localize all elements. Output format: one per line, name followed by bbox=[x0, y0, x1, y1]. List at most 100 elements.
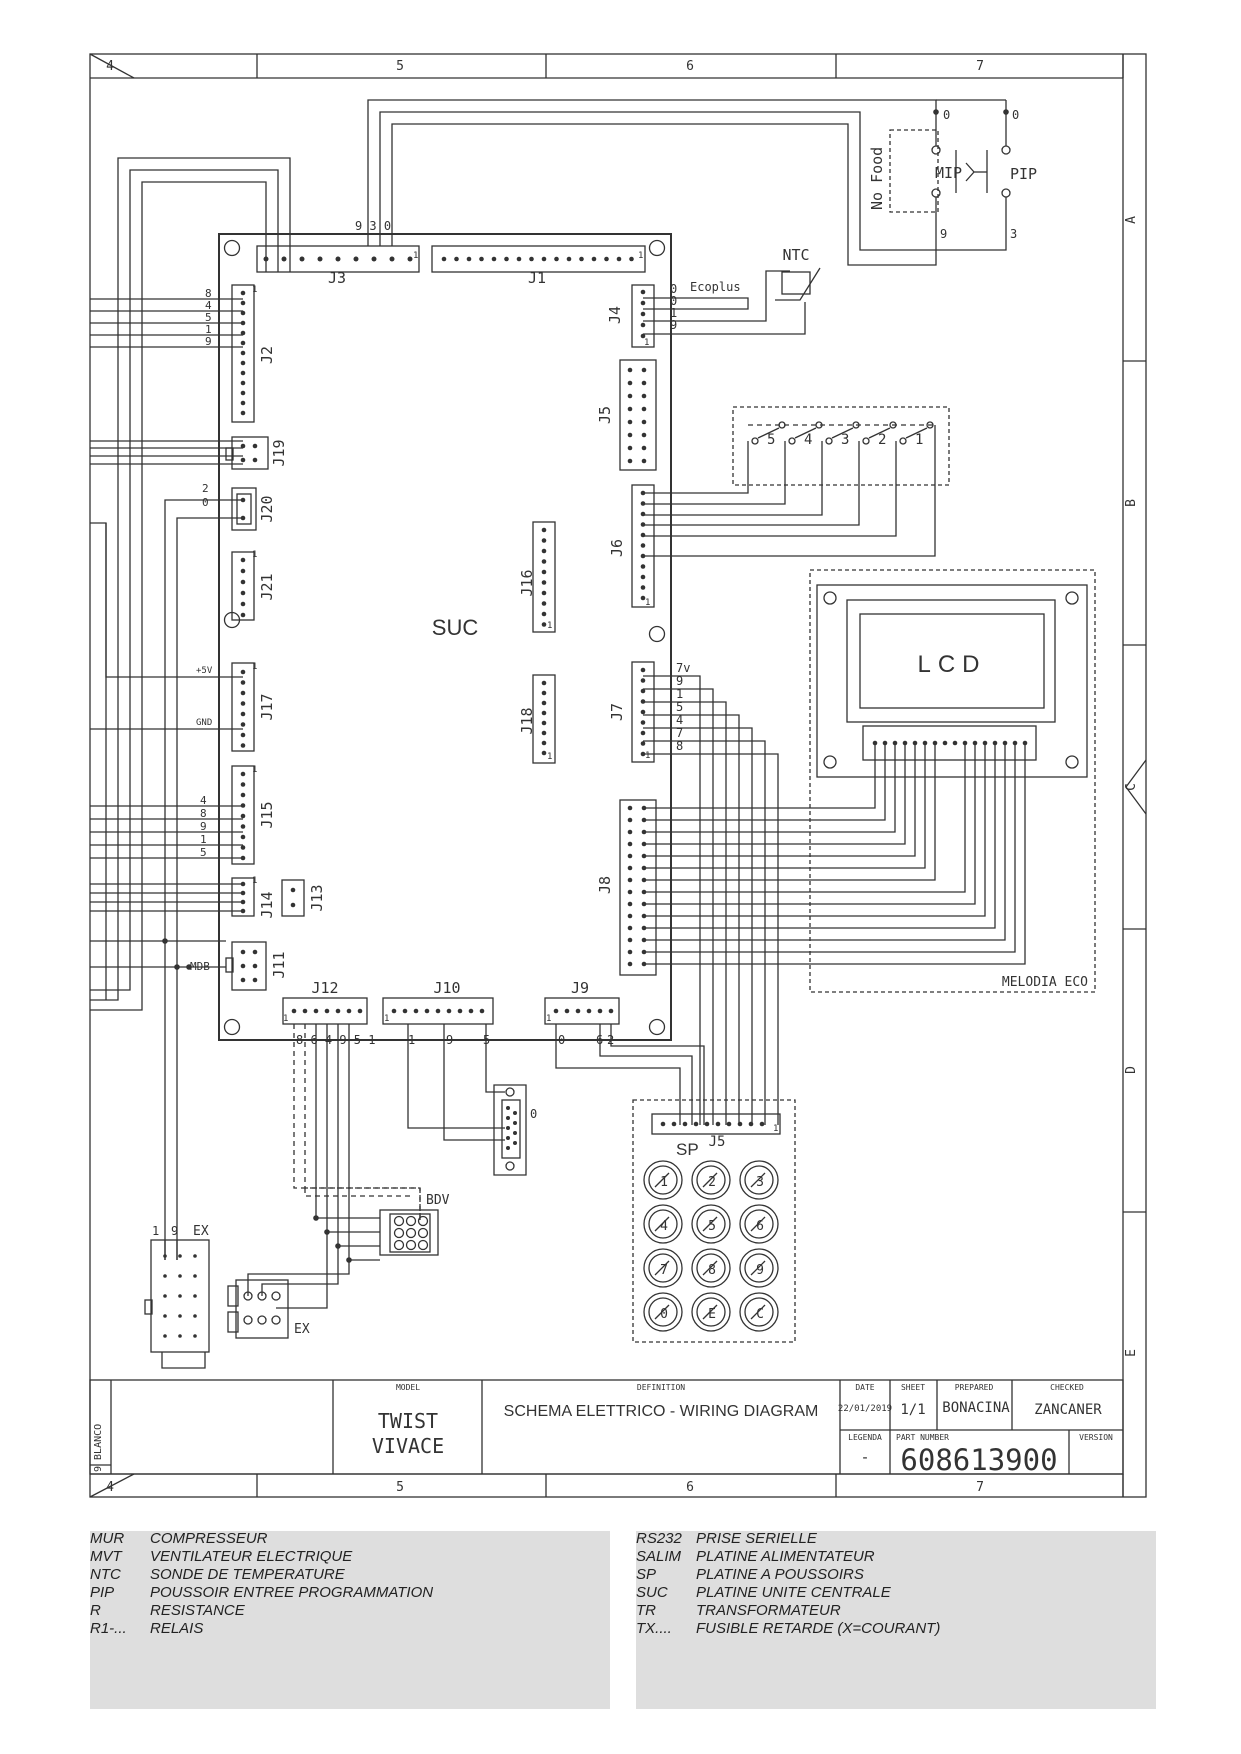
j17-label: J17 bbox=[258, 693, 276, 720]
mdb-label: MDB bbox=[190, 960, 210, 973]
lcd-mount bbox=[1065, 755, 1079, 769]
melodia-box bbox=[809, 569, 1096, 993]
j9-connector bbox=[544, 997, 620, 1025]
bdv-pin bbox=[405, 1239, 417, 1251]
suc-board bbox=[218, 233, 672, 1041]
pin bbox=[671, 1121, 677, 1127]
j14-connector bbox=[231, 877, 255, 917]
selector-label: 3 bbox=[841, 432, 849, 448]
pin bbox=[240, 410, 246, 416]
mounting-hole bbox=[648, 625, 666, 643]
pin bbox=[516, 256, 522, 262]
tb-definition: SCHEMA ELETTRICO - WIRING DIAGRAM bbox=[504, 1403, 819, 1420]
pin1-label: 1 bbox=[413, 251, 418, 261]
j4-wire-label: 0 bbox=[670, 294, 677, 308]
keypad-key-label: 9 bbox=[756, 1263, 764, 1278]
j3-wire-9 bbox=[367, 99, 937, 246]
terminal bbox=[1003, 109, 1009, 115]
pin bbox=[541, 580, 547, 585]
ecoplus-jumper bbox=[643, 297, 749, 310]
pin bbox=[240, 290, 246, 296]
bdv-body bbox=[389, 1213, 431, 1253]
keypad-key-label: 3 bbox=[756, 1175, 764, 1190]
pin bbox=[912, 740, 918, 746]
pip-term-0: 0 bbox=[1012, 108, 1019, 122]
pin bbox=[541, 527, 547, 533]
tb-checked: ZANCANER bbox=[1034, 1402, 1102, 1418]
pin bbox=[627, 367, 633, 373]
pin bbox=[641, 961, 647, 967]
j8-wire bbox=[644, 743, 1006, 941]
j6-wire bbox=[643, 441, 897, 537]
legend-text: POUSSOIR ENTREE PROGRAMMATION bbox=[150, 1584, 434, 1601]
pin bbox=[627, 841, 633, 847]
mip-contact bbox=[931, 188, 941, 198]
pin bbox=[541, 548, 547, 554]
keypad-key-mark bbox=[702, 1172, 718, 1188]
j12-wire-labels: 8 6 4 9 5 1 bbox=[296, 1033, 375, 1047]
pin bbox=[240, 360, 246, 366]
j8-wire bbox=[644, 743, 1016, 953]
pin bbox=[640, 289, 646, 295]
keypad-key-label: 1 bbox=[660, 1175, 668, 1190]
pin bbox=[627, 865, 633, 871]
pin bbox=[479, 256, 484, 262]
keypad-key-mark bbox=[750, 1216, 766, 1232]
j14-label: J14 bbox=[258, 891, 276, 918]
pin bbox=[240, 845, 246, 850]
pin bbox=[240, 320, 246, 326]
j10-connector bbox=[382, 997, 494, 1025]
ex-top-connector bbox=[150, 1239, 210, 1353]
j10-label: J10 bbox=[433, 979, 460, 997]
pin bbox=[641, 841, 647, 847]
selector-label: 4 bbox=[804, 432, 812, 448]
j4-label: J4 bbox=[606, 306, 624, 324]
pin bbox=[641, 865, 647, 871]
pin bbox=[627, 445, 633, 451]
j7-wire bbox=[643, 688, 714, 1125]
pin bbox=[579, 256, 584, 262]
pin bbox=[178, 1334, 182, 1338]
pin bbox=[541, 611, 547, 617]
ntc-label: NTC bbox=[782, 246, 809, 264]
j15-wire-label: 8 bbox=[200, 807, 207, 820]
ex-top-key bbox=[144, 1299, 153, 1315]
keypad-key bbox=[643, 1160, 683, 1200]
ex-top-label: EX bbox=[193, 1224, 209, 1239]
j8-wire bbox=[644, 743, 966, 893]
pip-contact bbox=[1001, 188, 1011, 198]
pin bbox=[640, 688, 646, 694]
pin bbox=[627, 901, 633, 907]
pin bbox=[641, 853, 647, 859]
tb-sheet: 1/1 bbox=[900, 1402, 925, 1418]
j17-5v-label: +5V bbox=[196, 666, 213, 676]
keypad-key-mark bbox=[702, 1260, 718, 1276]
pin bbox=[641, 367, 647, 373]
j12-wire bbox=[315, 1024, 380, 1219]
pin bbox=[627, 805, 633, 811]
j5-label: J5 bbox=[596, 406, 614, 424]
column-label-bottom: 7 bbox=[976, 1480, 984, 1495]
keypad-key bbox=[691, 1292, 731, 1332]
keypad-key-mark bbox=[750, 1260, 766, 1276]
j8-wire bbox=[644, 743, 936, 881]
ex-bottom-key bbox=[227, 1311, 239, 1333]
pin bbox=[597, 1008, 603, 1014]
j20-wire bbox=[164, 499, 243, 1260]
pin bbox=[627, 458, 633, 464]
mip-contact bbox=[931, 145, 941, 155]
pin1-label: 1 bbox=[645, 751, 650, 761]
pin bbox=[922, 740, 928, 746]
pin bbox=[627, 877, 633, 883]
pin bbox=[982, 740, 988, 746]
pin bbox=[641, 432, 647, 438]
keypad-key-inner bbox=[744, 1297, 774, 1327]
j7-wire-label: 1 bbox=[676, 687, 683, 701]
pin bbox=[640, 595, 646, 601]
pin bbox=[466, 256, 472, 262]
pin bbox=[641, 901, 647, 907]
j17-connector bbox=[231, 662, 255, 752]
j20-wire bbox=[176, 517, 243, 1260]
